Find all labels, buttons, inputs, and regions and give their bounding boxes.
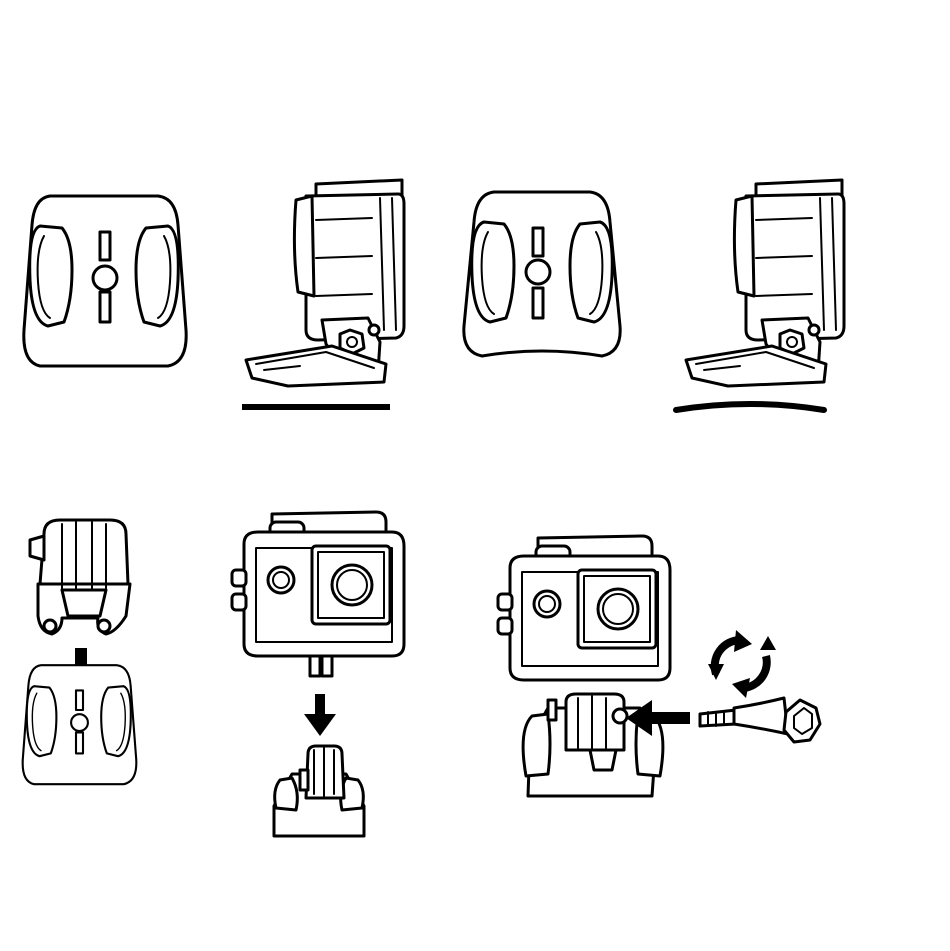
rotate-arrows-icon: [708, 630, 776, 698]
camera-on-curved-mount-icon: [676, 180, 844, 410]
buckle-on-mount: [274, 746, 364, 836]
curved-surface-line: [676, 404, 824, 410]
curved-adhesive-mount-icon: [464, 192, 620, 356]
quick-release-buckle: [30, 520, 130, 634]
thumbscrew-tighten-icon: [498, 536, 820, 796]
camera-on-flat-mount-icon: [242, 180, 404, 410]
flat-surface-line: [242, 404, 390, 410]
flat-adhesive-mount-icon: [24, 196, 186, 366]
thumbscrew: [700, 698, 820, 742]
housing-onto-buckle-icon: [232, 512, 404, 836]
buckle-into-mount-icon: [23, 520, 137, 784]
housing-mount-fingers: [310, 656, 332, 676]
down-arrow-icon: [304, 694, 336, 736]
